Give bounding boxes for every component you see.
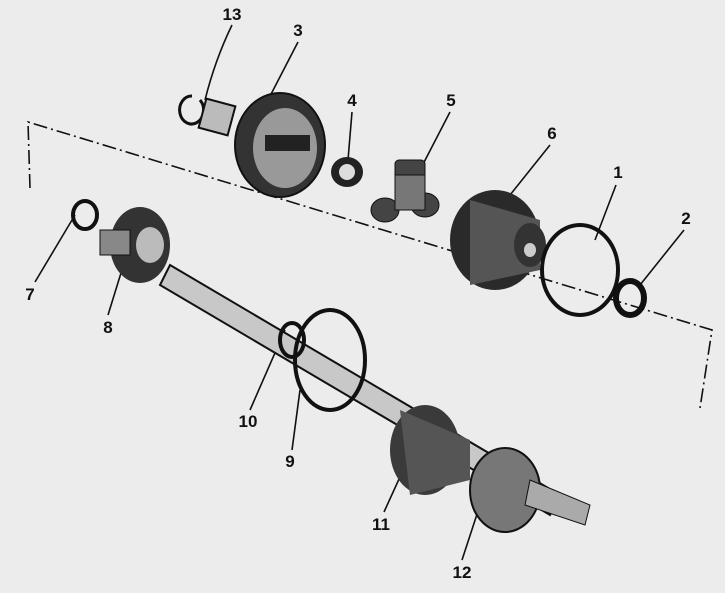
callout-7: 7 [25,285,35,304]
part-12-outer-joint [469,447,591,533]
callout-12: 12 [452,563,472,582]
callout-5: 5 [446,91,456,110]
callout-4: 4 [347,91,357,110]
part-8-inner-joint [99,207,170,283]
part-4-washer [331,157,363,187]
part-7-circlip [71,199,99,231]
part-3-joint-housing [197,92,326,198]
callout-6: 6 [547,124,557,143]
callout-11: 11 [372,515,390,534]
part-5-tripod [370,159,440,223]
callout-2: 2 [681,209,691,228]
part-11-boot [390,405,470,495]
callout-9: 9 [285,452,295,471]
part-1-clamp [540,223,620,317]
callout-10: 10 [238,412,258,431]
part-10-clip [278,321,306,359]
part-2-small-clamp [613,278,647,318]
callout-13: 13 [222,5,242,24]
callout-1: 1 [613,163,623,182]
callout-8: 8 [103,318,113,337]
part-6-boot [450,190,546,290]
part-9-clamp [293,308,367,412]
callout-3: 3 [293,21,303,40]
group-boundary-line [27,120,713,409]
